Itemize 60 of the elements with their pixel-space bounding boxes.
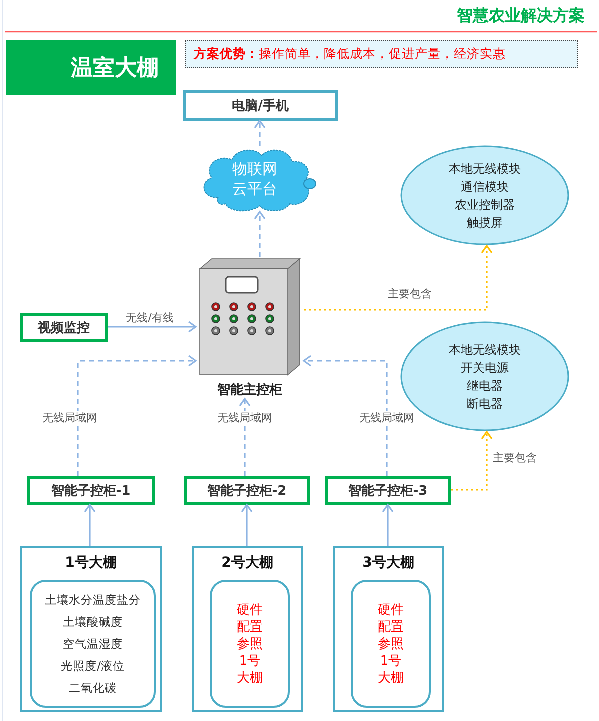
edge-label: 主要包含 bbox=[387, 288, 433, 300]
process-box bbox=[325, 476, 451, 505]
sensor-item: 土壤酸碱度 bbox=[63, 614, 123, 631]
component-item: 断电器 bbox=[467, 396, 503, 412]
edge-label: 无线局域网 bbox=[42, 412, 98, 424]
sensor-item: 空气温湿度 bbox=[63, 636, 123, 653]
sensor-item: 光照度/液位 bbox=[61, 658, 125, 675]
component-item: 触摸屏 bbox=[467, 214, 503, 232]
arrow bbox=[239, 398, 251, 476]
component-item: 农业控制器 bbox=[455, 196, 515, 214]
component-item: 开关电源 bbox=[461, 360, 509, 376]
greenhouse-box bbox=[333, 546, 444, 712]
title: 智慧农业解决方案 bbox=[457, 6, 585, 27]
box-label: 智能子控柜-2 bbox=[207, 482, 287, 500]
component-item: 本地无线模块 bbox=[449, 160, 521, 178]
process-box bbox=[20, 313, 108, 342]
sensor-item: 土壤水分温度盐分 bbox=[45, 592, 141, 609]
box-label: 智能子控柜-1 bbox=[51, 482, 131, 500]
device-label: 电脑/手机 bbox=[232, 98, 289, 114]
greenhouse-title: 3号大棚 bbox=[362, 554, 416, 572]
sensor-item: 二氧化碳 bbox=[69, 680, 117, 697]
note-box bbox=[351, 580, 431, 708]
greenhouse-title: 1号大棚 bbox=[64, 554, 118, 572]
cabinet-label: 智能主控柜 bbox=[218, 382, 282, 399]
edge-label: 无线/有线 bbox=[125, 312, 175, 324]
sensor-list-box bbox=[30, 580, 156, 708]
edge-label: 无线局域网 bbox=[216, 412, 274, 424]
arrow bbox=[451, 431, 493, 491]
device-box bbox=[183, 90, 338, 121]
component-ellipse bbox=[400, 145, 570, 246]
arrow bbox=[304, 245, 493, 311]
note-box bbox=[210, 580, 290, 708]
process-box bbox=[184, 476, 310, 505]
edge-label: 主要包含 bbox=[492, 452, 538, 464]
arrow bbox=[84, 504, 96, 546]
config-note: 硬件配置参照1号大棚 bbox=[236, 602, 264, 686]
config-note: 硬件配置参照1号大棚 bbox=[377, 602, 405, 686]
arrow bbox=[77, 355, 197, 476]
greenhouse-title: 2号大棚 bbox=[220, 554, 274, 572]
greenhouse-box bbox=[192, 546, 303, 712]
cabinet-node bbox=[196, 257, 304, 399]
box-label: 视频监控 bbox=[38, 320, 90, 336]
arrow bbox=[382, 504, 394, 546]
arrow bbox=[303, 355, 388, 476]
title-banner bbox=[6, 40, 176, 95]
arrow bbox=[108, 321, 197, 333]
arrow bbox=[254, 120, 266, 146]
component-item: 本地无线模块 bbox=[449, 342, 521, 358]
banner-title: 温室大棚 bbox=[70, 54, 159, 82]
component-item: 继电器 bbox=[467, 378, 503, 394]
advantage-note bbox=[185, 40, 578, 68]
advantage-text: 方案优势：操作简单，降低成本，促进产量，经济实惠 bbox=[194, 46, 506, 62]
box-label: 智能子控柜-3 bbox=[348, 482, 428, 500]
component-item: 通信模块 bbox=[461, 178, 509, 196]
arrow bbox=[254, 211, 266, 257]
process-box bbox=[27, 476, 155, 505]
cloud-label: 物联网云平台 bbox=[232, 159, 278, 199]
edge-label: 无线局域网 bbox=[358, 412, 416, 424]
arrow bbox=[241, 504, 253, 546]
greenhouse-box bbox=[20, 546, 162, 712]
